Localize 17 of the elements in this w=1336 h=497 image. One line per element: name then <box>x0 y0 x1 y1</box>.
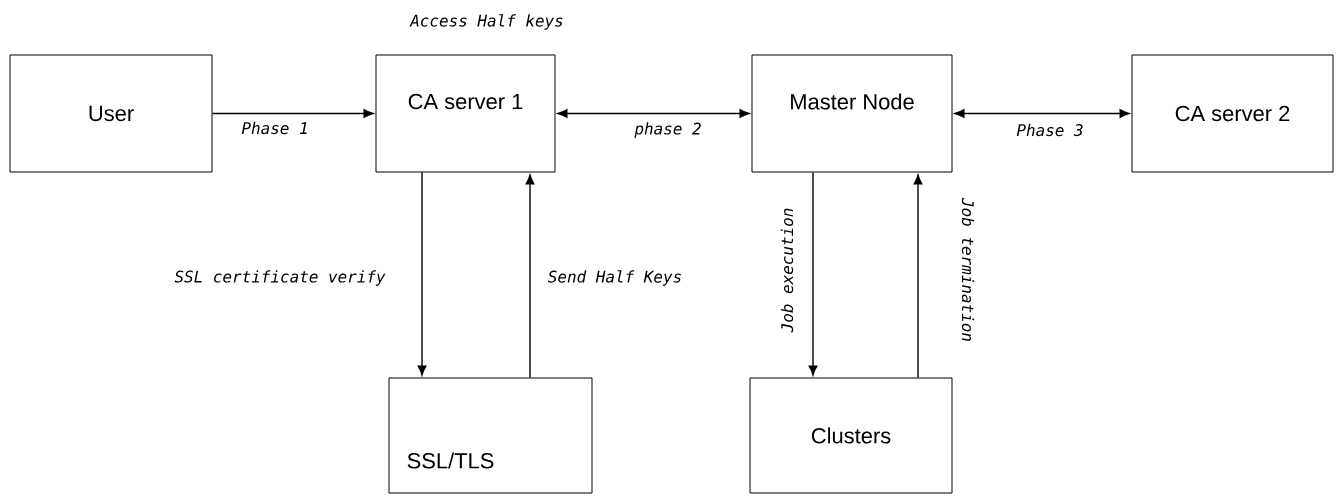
edge-label: Send Half Keys <box>545 268 685 288</box>
arrow <box>557 109 750 118</box>
process-box: Master Node <box>751 54 953 173</box>
process-box: User <box>9 54 213 173</box>
arrow <box>954 109 1130 118</box>
process-box: CA server 2 <box>1131 54 1334 173</box>
edge-label: phase 2 <box>632 120 704 140</box>
process-box: SSL/TLS <box>388 377 593 494</box>
process-box: Clusters <box>749 377 953 494</box>
process-box: CA server 1 <box>375 54 556 173</box>
beside-label: Access Half keys <box>409 14 563 30</box>
arrow <box>211 109 374 118</box>
arrow <box>525 174 535 379</box>
edge-label: SSL certificate verify <box>172 268 388 288</box>
arrow <box>913 174 923 379</box>
arrow <box>417 171 427 376</box>
arrow <box>808 171 818 376</box>
